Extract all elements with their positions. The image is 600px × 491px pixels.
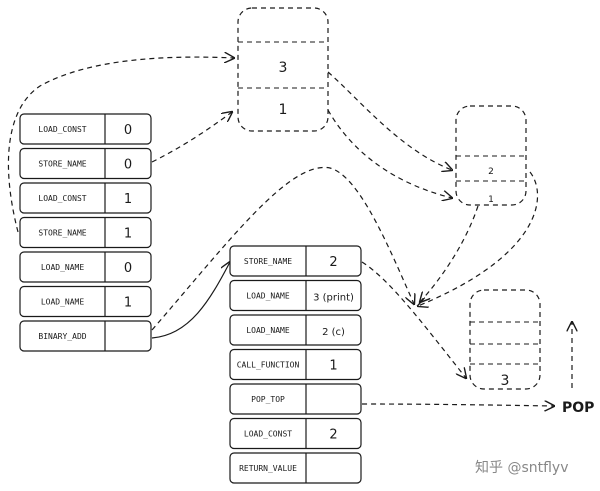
push-arrow-store-name-0	[151, 112, 232, 163]
argument-label: 0	[124, 261, 132, 276]
argument-label: 2	[329, 428, 337, 443]
instruction-cell	[19, 320, 152, 352]
instruction-row: LOAD_CONST 1	[19, 182, 152, 214]
flow-arrow-top-1-to-mid	[327, 109, 452, 198]
instruction-row: BINARY_ADD	[19, 320, 152, 352]
argument-label: 1	[124, 192, 132, 207]
instruction-row: RETURN_VALUE	[229, 452, 362, 484]
instruction-cell	[229, 452, 362, 484]
flow-arrow-binary-add-arc	[151, 166, 414, 331]
instruction-row: CALL_FUNCTION 1	[229, 348, 362, 381]
instruction-cell	[19, 113, 152, 145]
argument-label: 2	[329, 255, 337, 270]
argument-label: 1	[124, 296, 132, 311]
opcode-label: LOAD_CONST	[38, 125, 86, 134]
instruction-cell	[229, 279, 362, 312]
instruction-row: STORE_NAME 1	[19, 216, 152, 249]
instruction-cell	[229, 348, 362, 381]
opcode-label: STORE_NAME	[38, 160, 86, 169]
argument-label: 3 (print)	[313, 293, 354, 304]
instruction-cell	[229, 383, 362, 415]
instruction-row: STORE_NAME 0	[19, 147, 152, 180]
instruction-row: POP_TOP	[229, 383, 362, 415]
stack-slot-value: 3	[501, 373, 510, 389]
flow-arrow-pop-top-to-pop	[361, 404, 554, 406]
opcode-label: POP_TOP	[251, 395, 285, 404]
opcode-label: LOAD_NAME	[246, 326, 290, 335]
stack-outline	[237, 7, 329, 132]
opcode-label: BINARY_ADD	[38, 332, 86, 341]
argument-label: 0	[124, 158, 132, 173]
opcode-label: LOAD_CONST	[38, 194, 86, 203]
opcode-label: RETURN_VALUE	[239, 464, 297, 473]
push-arrow-load-const-0	[7, 57, 234, 233]
stack-slot-value: 1	[279, 102, 288, 118]
instruction-cell	[19, 216, 152, 249]
link-binary-add-to-store-name-2	[151, 262, 230, 339]
stack-frame-bottom: 3	[469, 289, 541, 390]
instruction-cell	[19, 147, 152, 180]
stack-frame-top: 31	[237, 7, 329, 132]
instruction-cell	[229, 245, 362, 277]
opcode-label: STORE_NAME	[38, 229, 86, 238]
stack-frame-middle: 21	[455, 105, 527, 206]
instruction-row: LOAD_NAME 3 (print)	[229, 279, 362, 312]
opcode-label: LOAD_NAME	[246, 292, 290, 301]
instruction-cell	[229, 314, 362, 346]
argument-label: 0	[124, 123, 132, 138]
flow-arrow-mid-down	[420, 205, 479, 302]
instruction-row: LOAD_CONST 2	[229, 417, 362, 450]
instruction-cell	[19, 251, 152, 283]
instruction-row: LOAD_NAME 2 (c)	[229, 314, 362, 346]
opcode-label: LOAD_NAME	[41, 298, 85, 307]
opcode-label: CALL_FUNCTION	[237, 361, 300, 370]
stack-slot-value: 3	[279, 60, 288, 76]
opcode-label: LOAD_CONST	[244, 430, 292, 439]
instruction-cell	[19, 182, 152, 214]
opcode-label: STORE_NAME	[244, 257, 292, 266]
stack-slot-value: 1	[488, 195, 494, 205]
flow-arrow-store-name-2-to-bottom	[361, 261, 466, 378]
instruction-row: LOAD_NAME 1	[19, 285, 152, 318]
instruction-cell	[229, 417, 362, 450]
instruction-row: LOAD_NAME 0	[19, 251, 152, 283]
argument-label: 1	[329, 359, 337, 374]
argument-label: 1	[124, 227, 132, 242]
flow-arrow-top-3-to-mid	[327, 71, 452, 170]
opcode-label: LOAD_NAME	[41, 263, 85, 272]
argument-label: 2 (c)	[322, 327, 345, 338]
watermark-text: 知乎 @sntflyv	[475, 459, 569, 476]
instruction-row: STORE_NAME 2	[229, 245, 362, 277]
instruction-row: LOAD_CONST 0	[19, 113, 152, 145]
stack-slot-value: 2	[488, 167, 494, 177]
pop-label: POP	[562, 400, 594, 416]
flow-arrow-mid-to-add	[418, 171, 539, 306]
instruction-cell	[19, 285, 152, 318]
stack-outline	[469, 289, 541, 390]
